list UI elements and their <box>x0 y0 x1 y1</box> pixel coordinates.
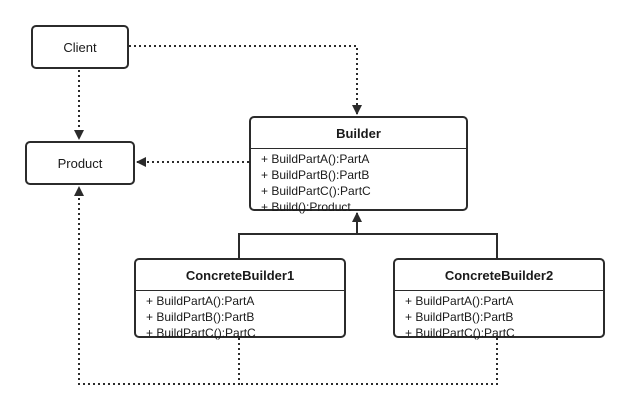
builder-methods: + BuildPartA():PartA + BuildPartB():Part… <box>251 149 466 215</box>
product-box: Product <box>25 141 135 185</box>
inheritance-edge <box>238 233 498 258</box>
concrete2-to-product-edge <box>239 338 498 385</box>
builder-title: Builder <box>251 118 466 149</box>
builder-method: + BuildPartA():PartA <box>261 152 370 166</box>
concrete-builder-1-title: ConcreteBuilder1 <box>136 260 344 291</box>
client-to-builder-edge <box>129 45 362 115</box>
concrete-builder-2-method: + BuildPartC():PartC <box>405 326 515 340</box>
concrete-builder-2-box: ConcreteBuilder2 + BuildPartA():PartA + … <box>393 258 605 341</box>
builder-method: + Build():Product <box>261 200 351 214</box>
concrete-builder-1-methods: + BuildPartA():PartA + BuildPartB():Part… <box>136 291 344 341</box>
builder-method: + BuildPartC():PartC <box>261 184 371 198</box>
concrete-builder-1-method: + BuildPartB():PartB <box>146 310 255 324</box>
concrete-builder-2-methods: + BuildPartA():PartA + BuildPartB():Part… <box>395 291 603 341</box>
builder-class-box: Builder + BuildPartA():PartA + BuildPart… <box>249 116 468 214</box>
concrete1-to-product-edge <box>74 186 240 385</box>
concrete-builder-1-method: + BuildPartC():PartC <box>146 326 256 340</box>
client-box: Client <box>31 25 129 69</box>
builder-method: + BuildPartB():PartB <box>261 168 370 182</box>
concrete-builder-1-method: + BuildPartA():PartA <box>146 294 255 308</box>
concrete-builder-2-method: + BuildPartB():PartB <box>405 310 514 324</box>
client-label: Client <box>63 39 97 55</box>
concrete-builder-2-method: + BuildPartA():PartA <box>405 294 514 308</box>
concrete-builder-2-title: ConcreteBuilder2 <box>395 260 603 291</box>
concrete-builder-1-box: ConcreteBuilder1 + BuildPartA():PartA + … <box>134 258 346 341</box>
product-label: Product <box>57 155 103 171</box>
